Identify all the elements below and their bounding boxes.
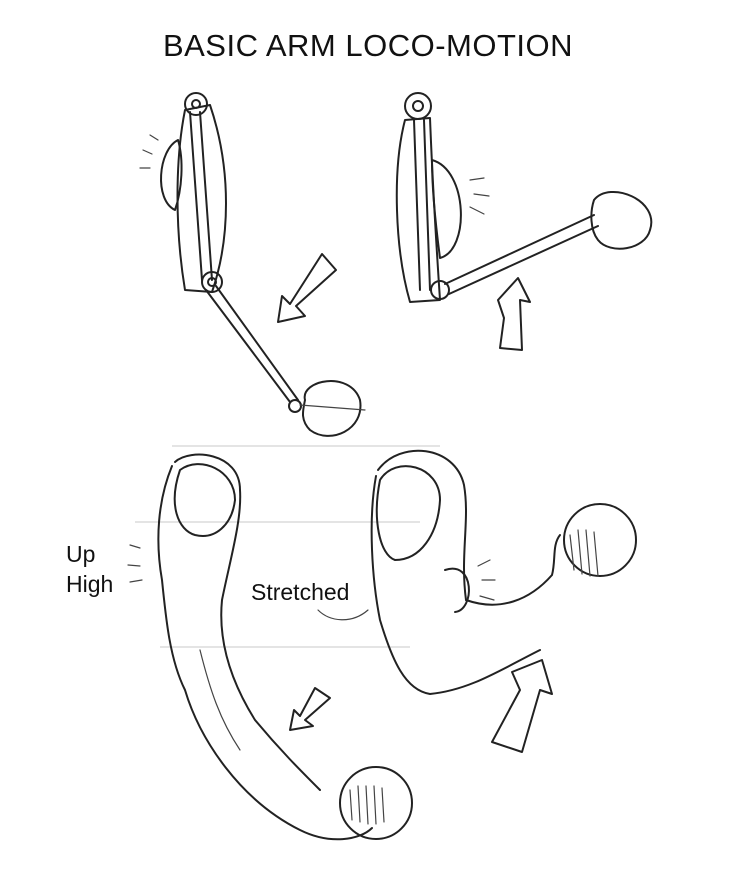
arrow-up-icon — [497, 277, 531, 351]
mechanical-arm-flexed — [395, 92, 653, 303]
label-stretched: Stretched — [251, 579, 350, 605]
human-arm-extended — [127, 453, 413, 841]
diagram-title: BASIC ARM LOCO-MOTION — [162, 28, 574, 63]
label-up: Up — [66, 541, 96, 567]
label-high: High — [66, 571, 114, 597]
mechanical-arm-extended — [139, 92, 366, 437]
human-arm-flexed — [317, 449, 637, 695]
arrow-down-left-icon — [277, 253, 337, 323]
proportion-guide-lines — [135, 445, 440, 648]
arrow-down-left-small-icon — [289, 687, 331, 731]
arrow-up-large-icon — [491, 659, 553, 753]
